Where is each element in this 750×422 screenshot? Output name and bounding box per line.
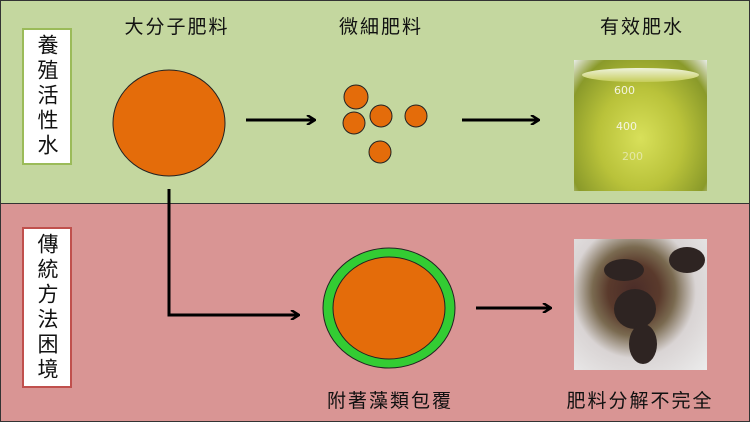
title-fine-fertilizer: 微細肥料	[338, 16, 424, 38]
beaker-mark-200: 200	[622, 150, 643, 163]
title-macro-fertilizer: 大分子肥料	[124, 16, 230, 38]
undecomposed-residue-photo	[574, 239, 707, 370]
elbow-arrow-icon	[167, 189, 298, 315]
caption-algae-coating: 附著藻類包覆	[326, 390, 454, 412]
fine-particle	[404, 104, 428, 128]
title-effective-water: 有效肥水	[599, 16, 685, 38]
beaker-photo: 600 400 200	[574, 60, 707, 191]
caption-incomplete-decomposition: 肥料分解不完全	[566, 390, 714, 412]
coated-fertilizer-core	[332, 256, 446, 360]
top-section-label-box: 養殖活性水	[22, 28, 72, 165]
top-section-label: 養殖活性水	[35, 34, 59, 159]
bottom-section-label-box: 傳統方法困境	[22, 227, 72, 388]
fine-particle	[369, 104, 393, 128]
fine-particle	[343, 84, 369, 110]
macro-fertilizer-circle	[112, 69, 226, 177]
beaker-mark-600: 600	[614, 84, 635, 97]
beaker-mark-400: 400	[616, 120, 637, 133]
bottom-section-label: 傳統方法困境	[35, 232, 59, 383]
fine-particle	[342, 111, 366, 135]
fine-particle	[368, 140, 392, 164]
